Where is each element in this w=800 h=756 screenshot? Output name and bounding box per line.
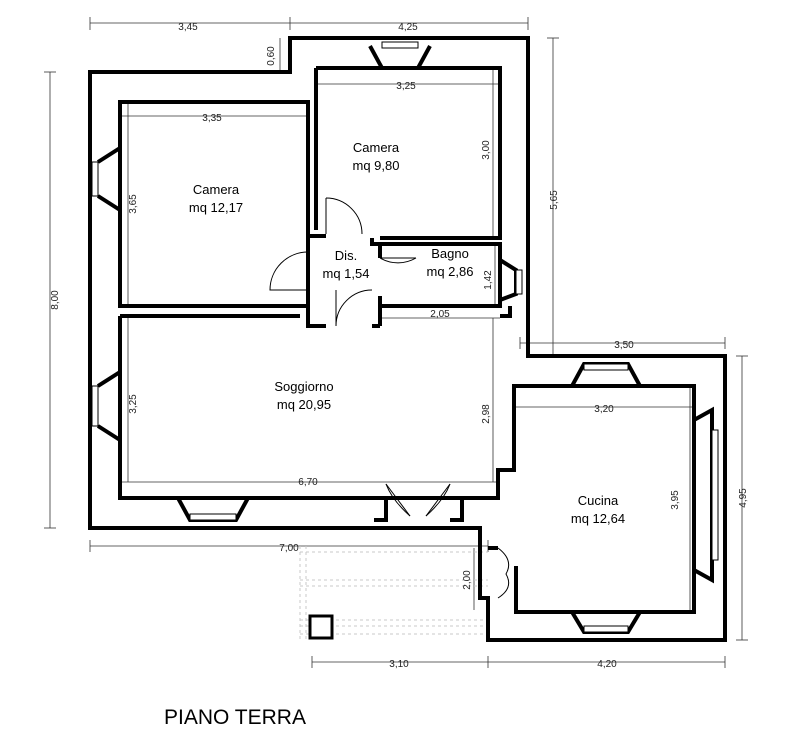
dim-bottom-left: 3,10 [389,659,409,670]
exterior-walls [88,36,727,642]
dim-camera-small-depth: 3,00 [481,140,492,160]
dim-top-left: 3,45 [178,22,198,33]
room-area-bagno: mq 2,86 [427,264,474,279]
room-labels: Camera mq 12,17 Camera mq 9,80 Dis. mq 1… [189,140,625,526]
dim-cucina-ext-depth: 4,95 [738,488,749,508]
room-name-cucina: Cucina [578,493,619,508]
room-name-bagno: Bagno [431,246,469,261]
dimension-labels: 3,45 4,25 0,60 8,00 3,35 3,65 3,25 3,00 … [50,22,749,670]
doors [269,197,510,599]
room-name-dis: Dis. [335,248,357,263]
dim-camera-large-width: 3,35 [202,113,222,124]
dim-camera-small-width: 3,25 [396,81,416,92]
windows [91,41,719,634]
dim-left-total: 8,00 [50,290,61,310]
dim-cucina-width: 3,20 [594,404,614,415]
room-area-cucina: mq 12,64 [571,511,625,526]
dim-soggiorno-depth: 3,25 [128,394,139,414]
room-name-soggiorno: Soggiorno [274,379,333,394]
dim-soggiorno-right: 2,98 [481,404,492,424]
room-name-camera-small: Camera [353,140,400,155]
dim-camera-large-depth: 3,65 [128,194,139,214]
dim-top-right: 4,25 [398,22,418,33]
dimension-lines [44,17,748,668]
pillar [308,614,334,640]
plan-title: PIANO TERRA [164,706,306,729]
dim-060: 0,60 [266,46,277,66]
room-name-camera-large: Camera [193,182,240,197]
room-area-dis: mq 1,54 [323,266,370,281]
dim-bagno-depth: 1,42 [483,270,494,290]
room-area-soggiorno: mq 20,95 [277,397,331,412]
room-area-camera-large: mq 12,17 [189,200,243,215]
room-area-camera-small: mq 9,80 [353,158,400,173]
dim-right-565: 5,65 [549,190,560,210]
dim-bagno-width: 2,05 [430,309,450,320]
dim-cucina-ext-width: 3,50 [614,340,634,351]
dim-porch-depth: 2,00 [462,570,473,590]
dim-bottom-total: 7,00 [279,543,299,554]
dim-soggiorno-width: 6,70 [298,477,318,488]
dim-bottom-right: 4,20 [597,659,617,670]
dim-cucina-depth: 3,95 [670,490,681,510]
